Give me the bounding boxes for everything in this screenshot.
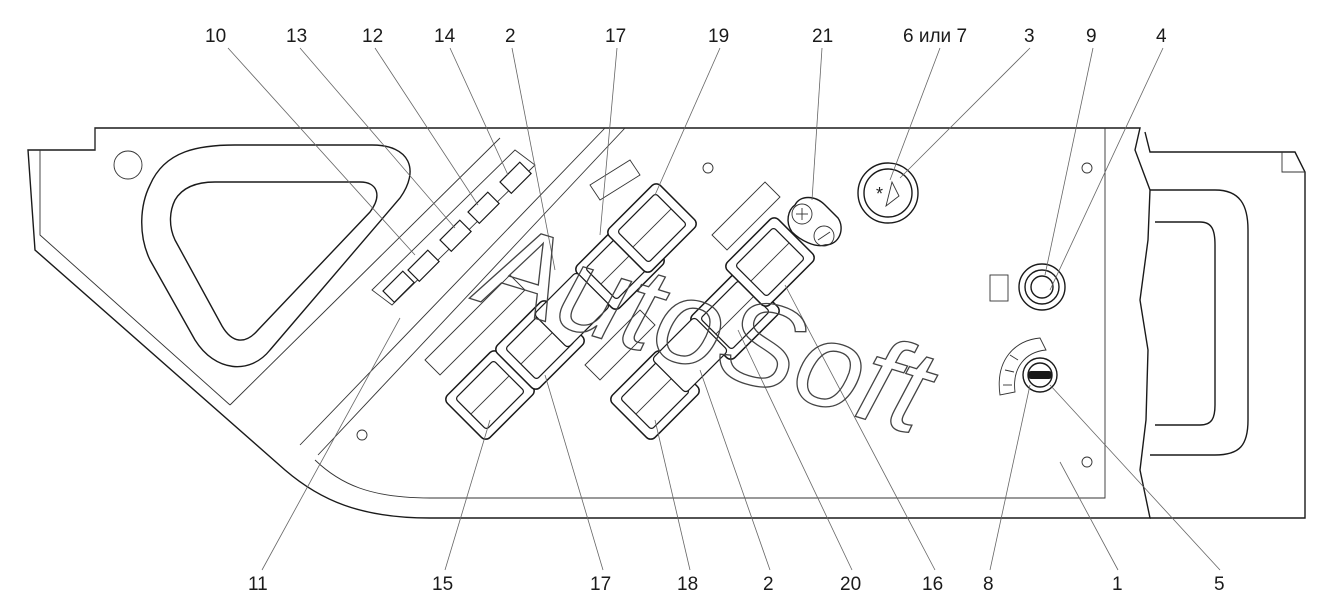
callout-12: 12 <box>362 26 383 47</box>
watermark: AutoSoft <box>462 195 952 461</box>
rocker-switch-19 <box>607 183 697 273</box>
callout-17-top: 17 <box>605 26 626 47</box>
mini-switch-row <box>371 149 536 306</box>
callout-1: 1 <box>1112 574 1123 595</box>
blank-plug-2-upper <box>534 272 610 348</box>
callout-17-bottom: 17 <box>590 574 611 595</box>
screw-holes <box>356 162 1093 468</box>
key-switch-5 <box>998 337 1058 396</box>
callout-8: 8 <box>983 574 994 595</box>
callout-16: 16 <box>922 574 943 595</box>
callout-21: 21 <box>812 26 833 47</box>
callout-2-top: 2 <box>505 26 516 47</box>
callout-15: 15 <box>432 574 453 595</box>
callout-18: 18 <box>677 574 698 595</box>
callout-10: 10 <box>205 26 226 47</box>
callout-5: 5 <box>1214 574 1225 595</box>
callout-19: 19 <box>708 26 729 47</box>
callouts-top: 10 13 12 14 2 17 19 21 6 или 7 3 9 4 <box>205 26 1167 47</box>
callout-14: 14 <box>434 26 456 47</box>
switch-4 <box>989 263 1066 311</box>
callout-9: 9 <box>1086 26 1097 47</box>
blank-plug-2-lower <box>652 317 728 393</box>
round-button-6-7: * <box>857 162 919 224</box>
callout-6-or-7: 6 или 7 <box>903 26 967 47</box>
svg-text:*: * <box>876 184 883 204</box>
right-handle <box>1144 131 1306 519</box>
rocker-switch-16 <box>725 217 815 307</box>
leader-lines <box>227 47 1221 571</box>
left-handle <box>141 144 411 368</box>
callout-2-bottom: 2 <box>763 574 774 595</box>
panel-body <box>27 127 1151 519</box>
rocker-switch-15 <box>445 350 535 440</box>
callout-3: 3 <box>1024 26 1035 47</box>
callout-11: 11 <box>248 574 268 595</box>
legend-strips <box>424 159 781 381</box>
callout-20: 20 <box>840 574 861 595</box>
callout-4: 4 <box>1156 26 1167 47</box>
indicator-21 <box>787 196 842 247</box>
callout-13: 13 <box>286 26 307 47</box>
callouts-bottom: 11 15 17 18 2 20 16 8 1 5 <box>248 574 1225 595</box>
